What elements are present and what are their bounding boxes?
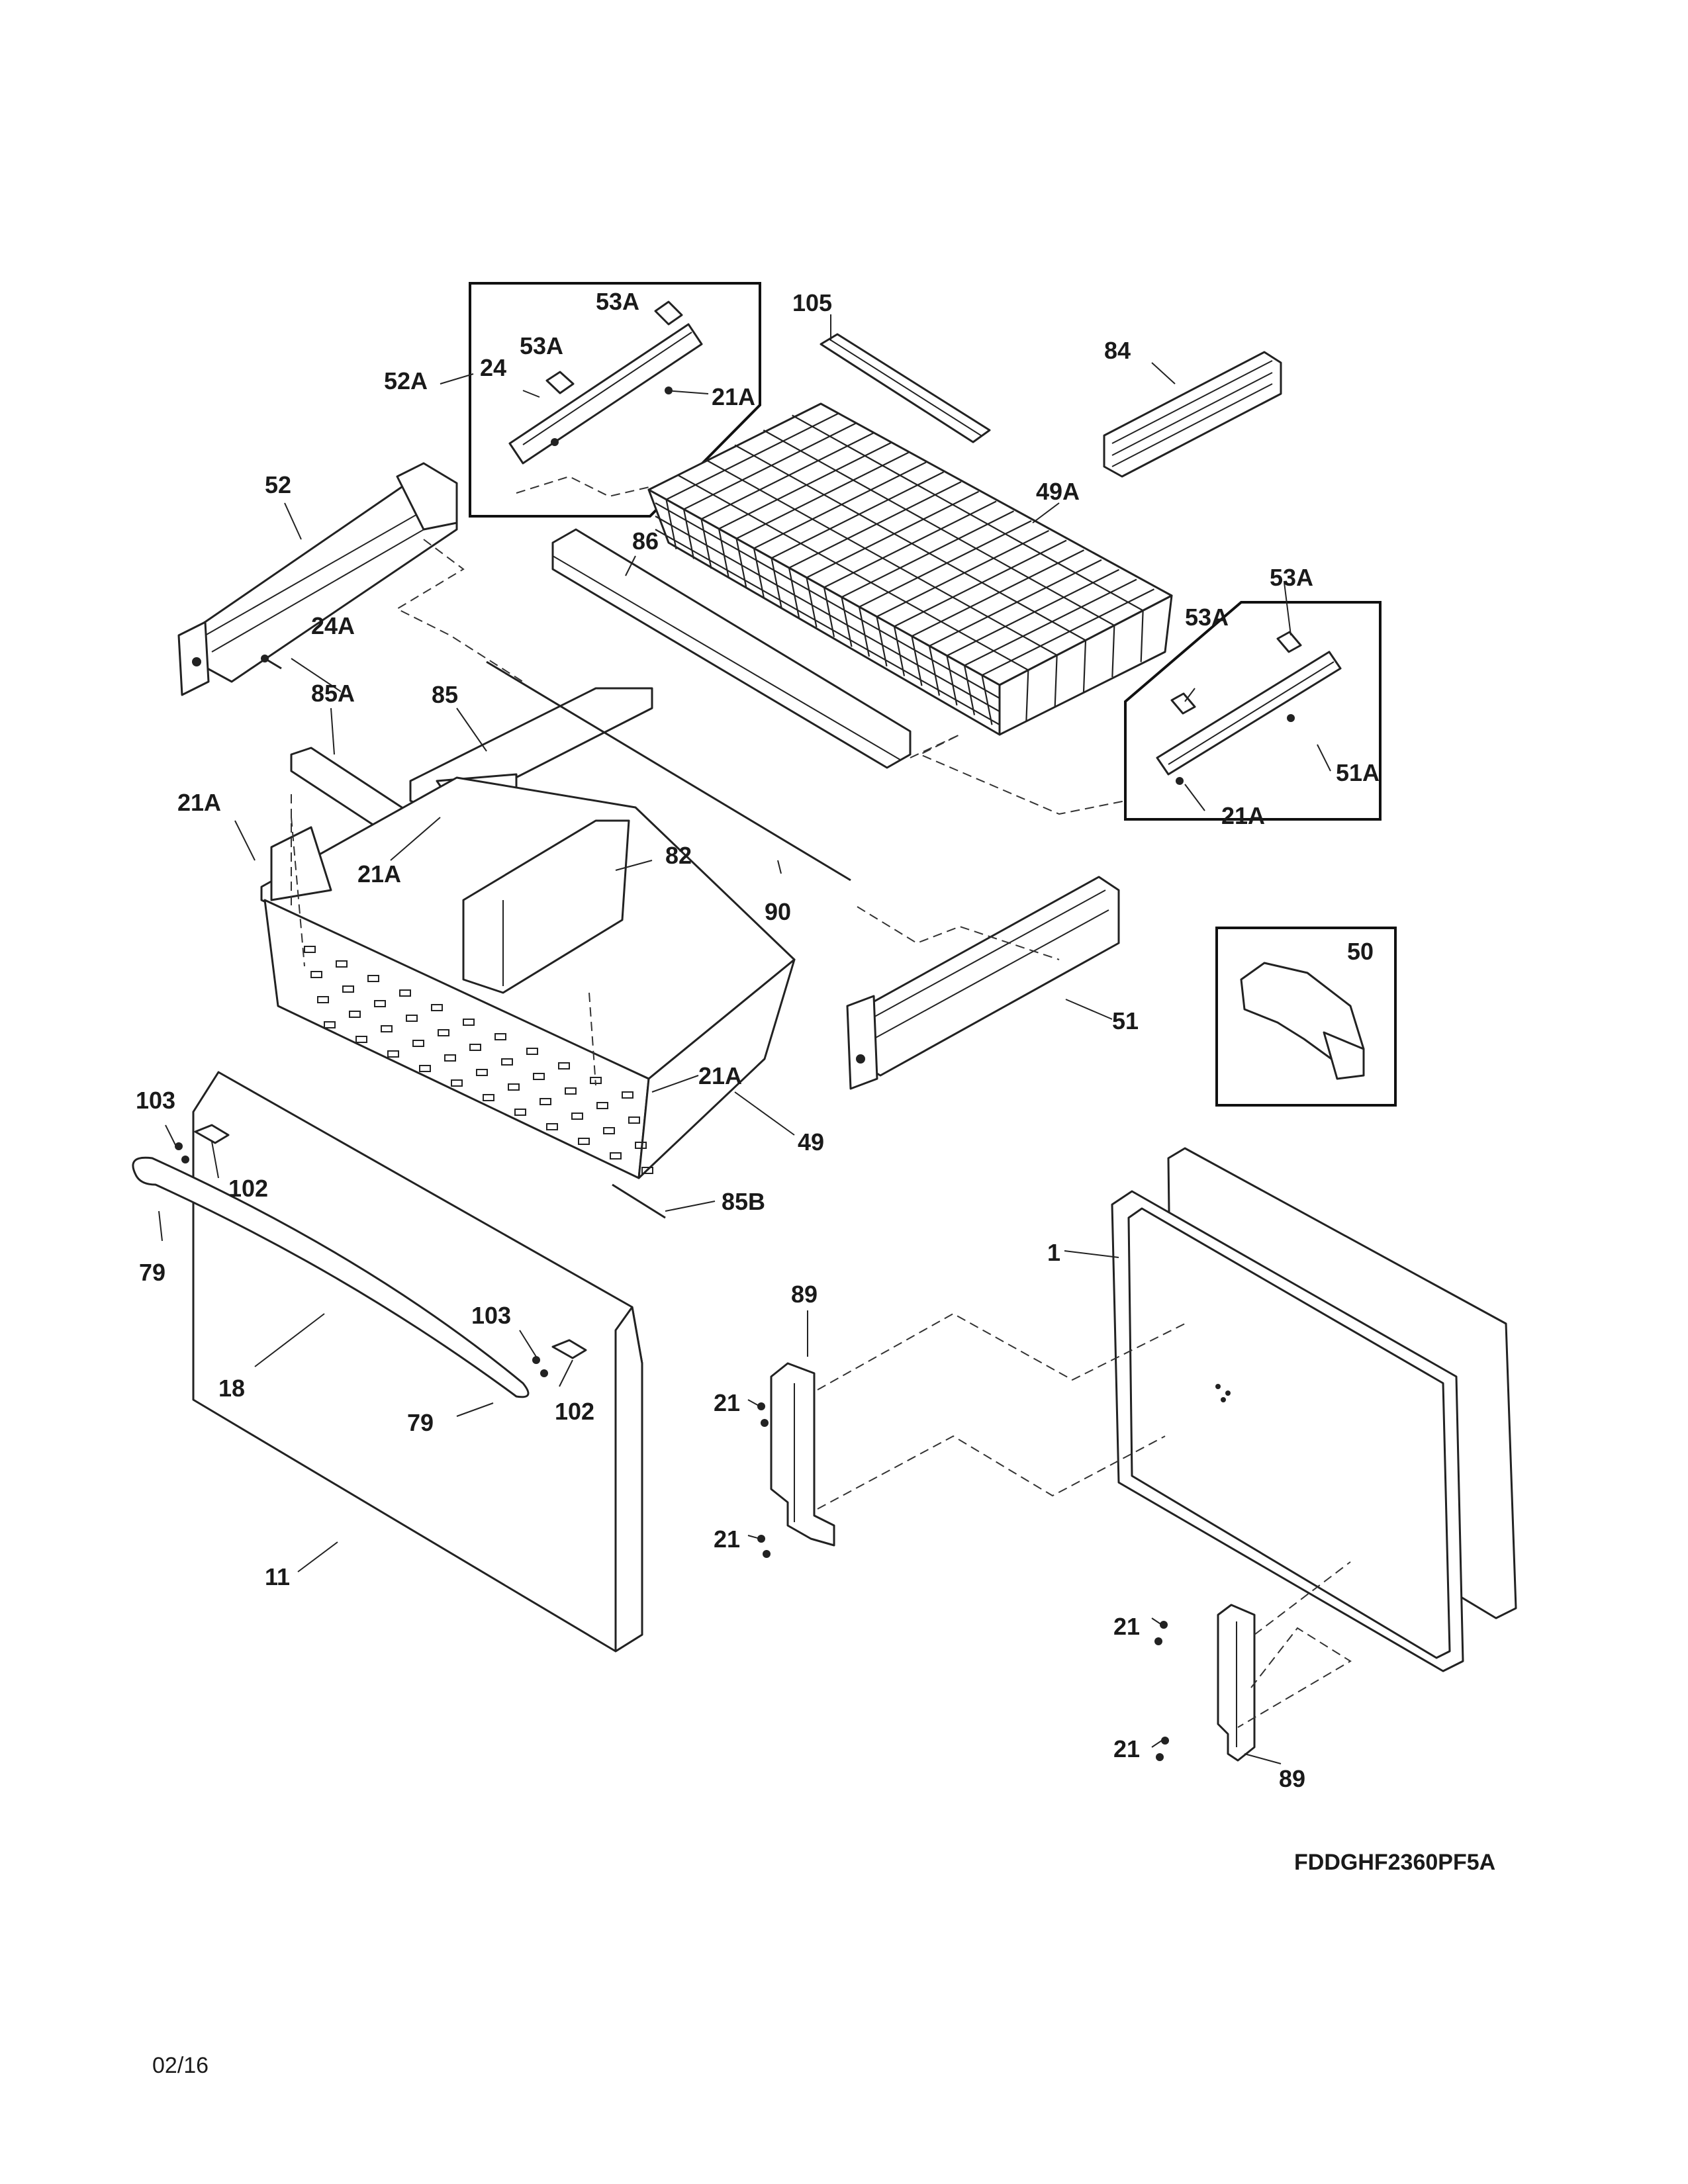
label-51: 51 [1112, 1007, 1139, 1034]
label-21A-bin-right: 21A [698, 1062, 742, 1089]
label-21A-bin-left: 21A [177, 789, 221, 816]
label-50: 50 [1347, 938, 1374, 965]
label-21A-inset-top: 21A [712, 383, 755, 410]
screws-21[interactable] [757, 1402, 1169, 1761]
label-49A: 49A [1036, 478, 1080, 505]
divider-84[interactable] [1103, 351, 1282, 478]
label-86: 86 [632, 527, 659, 555]
slide-rail-51[interactable] [846, 876, 1120, 1090]
label-1: 1 [1047, 1239, 1060, 1266]
part-labels: 53A 53A 24 52A 21A 105 84 49A 52 86 24A … [136, 288, 1380, 1792]
label-21A-right-inset: 21A [1221, 802, 1265, 829]
label-21-right-top: 21 [1113, 1613, 1140, 1640]
label-85: 85 [432, 681, 458, 708]
label-24: 24 [480, 354, 506, 381]
gasket-1[interactable] [1111, 1190, 1464, 1672]
label-85B: 85B [722, 1188, 765, 1215]
label-102-lower: 102 [555, 1398, 594, 1425]
bracket-102-upper[interactable] [194, 1124, 230, 1144]
label-82: 82 [665, 842, 692, 869]
bracket-102-lower[interactable] [551, 1339, 587, 1359]
front-trim-86[interactable] [551, 528, 912, 769]
label-90: 90 [765, 898, 791, 925]
label-53A-inset-mid: 53A [520, 332, 563, 359]
inset-box-51A [1124, 601, 1382, 821]
drawer-front-11[interactable] [192, 1071, 643, 1653]
bracket-89-left[interactable] [770, 1362, 835, 1547]
date-code: 02/16 [152, 2053, 209, 2078]
screws-103-lower[interactable] [532, 1356, 548, 1377]
wire-basket-49A[interactable] [647, 402, 1173, 736]
label-79-lower: 79 [407, 1409, 434, 1436]
upper-slide-52A[interactable] [508, 300, 703, 465]
label-85A: 85A [311, 680, 355, 707]
label-21-right-bottom: 21 [1113, 1735, 1140, 1762]
label-24A: 24A [311, 612, 355, 639]
screws-103-upper[interactable] [175, 1142, 189, 1163]
label-79-left: 79 [139, 1259, 165, 1286]
label-51A: 51A [1336, 759, 1380, 786]
screw-24A[interactable] [261, 655, 282, 670]
label-52: 52 [265, 471, 291, 498]
label-49: 49 [798, 1128, 824, 1156]
label-11: 11 [265, 1563, 290, 1590]
label-21A-bin-mid: 21A [357, 860, 401, 887]
assembly-lines [291, 475, 1352, 1728]
label-84: 84 [1104, 337, 1131, 364]
label-53A-right-top: 53A [1270, 564, 1313, 591]
rail-strip-105[interactable] [820, 333, 991, 443]
slide-rail-52[interactable] [177, 462, 458, 696]
label-89-left: 89 [791, 1281, 818, 1308]
label-105: 105 [792, 289, 832, 316]
bracket-89-right[interactable] [1217, 1604, 1256, 1762]
upper-slide-51A[interactable] [1156, 631, 1342, 785]
divider-82[interactable] [462, 819, 630, 994]
clip-50[interactable] [1240, 962, 1365, 1080]
label-18: 18 [218, 1375, 245, 1402]
label-89-right: 89 [1279, 1765, 1305, 1792]
label-52A: 52A [384, 367, 428, 394]
label-103-upper: 103 [136, 1087, 175, 1114]
leader-lines [158, 314, 1331, 1764]
inset-box-50 [1215, 927, 1397, 1107]
bar-85B[interactable] [612, 1183, 666, 1219]
label-21-left-top: 21 [714, 1389, 740, 1416]
model-number: FDDGHF2360PF5A [1294, 1850, 1495, 1875]
label-53A-right-mid: 53A [1185, 604, 1229, 631]
label-53A-inset-top: 53A [596, 288, 639, 315]
handle-18[interactable] [132, 1156, 530, 1398]
rod-90[interactable] [486, 660, 851, 882]
label-21-left-bottom: 21 [714, 1525, 740, 1553]
label-103-lower: 103 [471, 1302, 511, 1329]
label-102-upper: 102 [228, 1175, 268, 1202]
